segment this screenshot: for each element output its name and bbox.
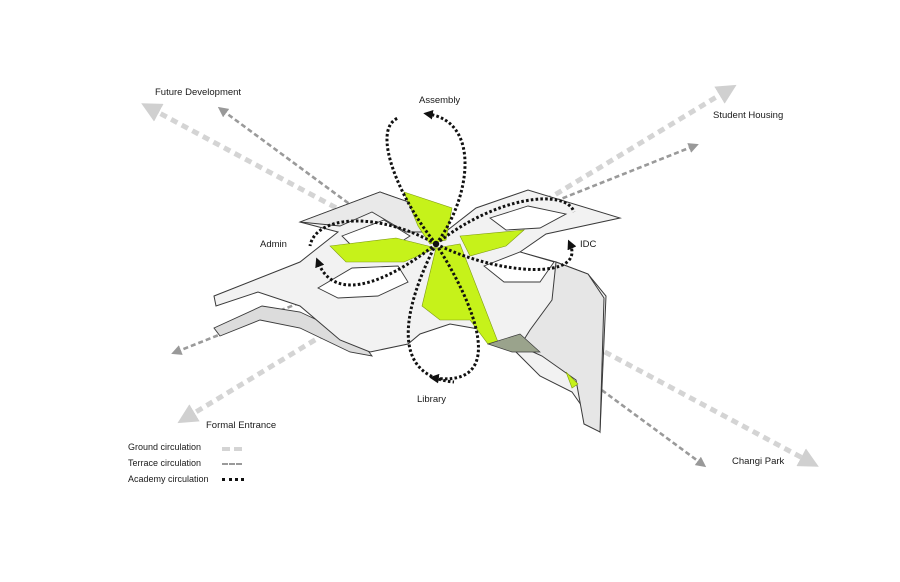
loop-admin (308, 219, 437, 287)
label-assembly: Assembly (419, 95, 461, 106)
legend-swatch-terrace (222, 463, 242, 465)
courtyard-right-lower (483, 251, 555, 283)
legend-swatch-ground (222, 447, 242, 451)
green-surface-center (421, 243, 499, 345)
courtyard-left (317, 265, 409, 299)
building-upper-left-wing (299, 191, 437, 233)
building-slab-edge (213, 305, 374, 357)
circulation-hub (432, 240, 440, 248)
label-changi-park: Changi Park (732, 456, 785, 467)
label-future-development: Future Development (155, 87, 242, 98)
green-surface-tip (565, 371, 579, 389)
legend-swatch-academy (222, 478, 244, 481)
courtyard-right-upper (489, 205, 568, 231)
legend-label-academy: Academy circulation (128, 474, 209, 484)
academy-circulation-loops (308, 114, 574, 382)
legend-label-ground: Ground circulation (128, 442, 202, 452)
loop-assembly (385, 114, 467, 245)
loop-idc (435, 197, 574, 271)
legend-label-terrace: Terrace circulation (128, 458, 202, 468)
label-admin: Admin (260, 239, 287, 250)
label-student-housing: Student Housing (713, 110, 784, 121)
label-library: Library (417, 394, 447, 405)
building-right-wing (519, 261, 605, 433)
green-surface-right (459, 229, 525, 257)
label-idc: IDC (580, 239, 597, 250)
building-ramp (486, 333, 541, 353)
loop-library (406, 243, 480, 382)
label-formal-entrance: Formal Entrance (206, 420, 277, 431)
